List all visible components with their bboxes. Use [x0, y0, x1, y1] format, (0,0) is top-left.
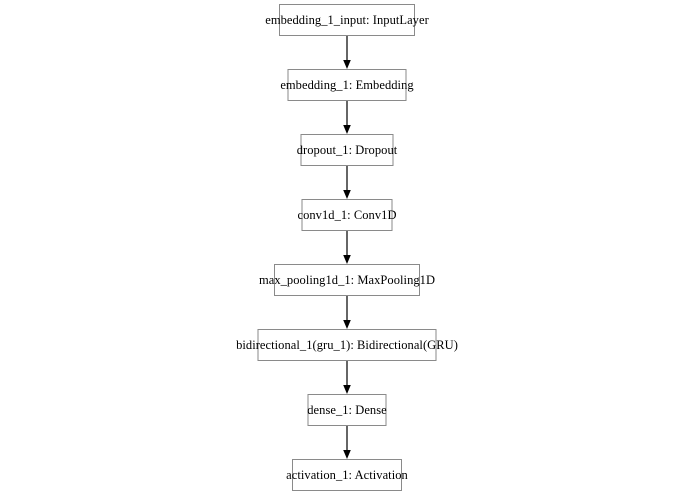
- layer-node-label: activation_1: Activation: [286, 467, 408, 482]
- layer-node-label: dropout_1: Dropout: [296, 142, 398, 157]
- layer-node-label: dense_1: Dense: [307, 402, 387, 417]
- layer-node-label: embedding_1: Embedding: [280, 77, 414, 92]
- edge-dense_1-to-activation_1: [340, 426, 354, 459]
- edge-conv1d_1-to-max_pooling1d_1: [340, 231, 354, 264]
- layer-node-max_pooling1d_1[interactable]: max_pooling1d_1: MaxPooling1D: [259, 264, 435, 296]
- layer-node-activation_1[interactable]: activation_1: Activation: [286, 459, 408, 491]
- layer-node-dropout_1[interactable]: dropout_1: Dropout: [297, 134, 397, 166]
- edge-embedding_1-to-dropout_1: [340, 101, 354, 134]
- layer-node-conv1d_1[interactable]: conv1d_1: Conv1D: [297, 199, 396, 231]
- layer-node-dense_1[interactable]: dense_1: Dense: [307, 394, 387, 426]
- layer-node-label: bidirectional_1(gru_1): Bidirectional(GR…: [236, 337, 458, 352]
- layer-node-label: embedding_1_input: InputLayer: [265, 12, 429, 27]
- layer-node-label: conv1d_1: Conv1D: [297, 207, 397, 222]
- layer-node-embedding_1[interactable]: embedding_1: Embedding: [280, 69, 414, 101]
- layer-node-embedding_1_input[interactable]: embedding_1_input: InputLayer: [265, 4, 429, 36]
- edge-max_pooling1d_1-to-bidirectional_1: [340, 296, 354, 329]
- layer-node-bidirectional_1[interactable]: bidirectional_1(gru_1): Bidirectional(GR…: [236, 329, 458, 361]
- edge-embedding_1_input-to-embedding_1: [340, 36, 354, 69]
- edge-bidirectional_1-to-dense_1: [340, 361, 354, 394]
- layer-node-label: max_pooling1d_1: MaxPooling1D: [258, 272, 436, 287]
- edge-dropout_1-to-conv1d_1: [340, 166, 354, 199]
